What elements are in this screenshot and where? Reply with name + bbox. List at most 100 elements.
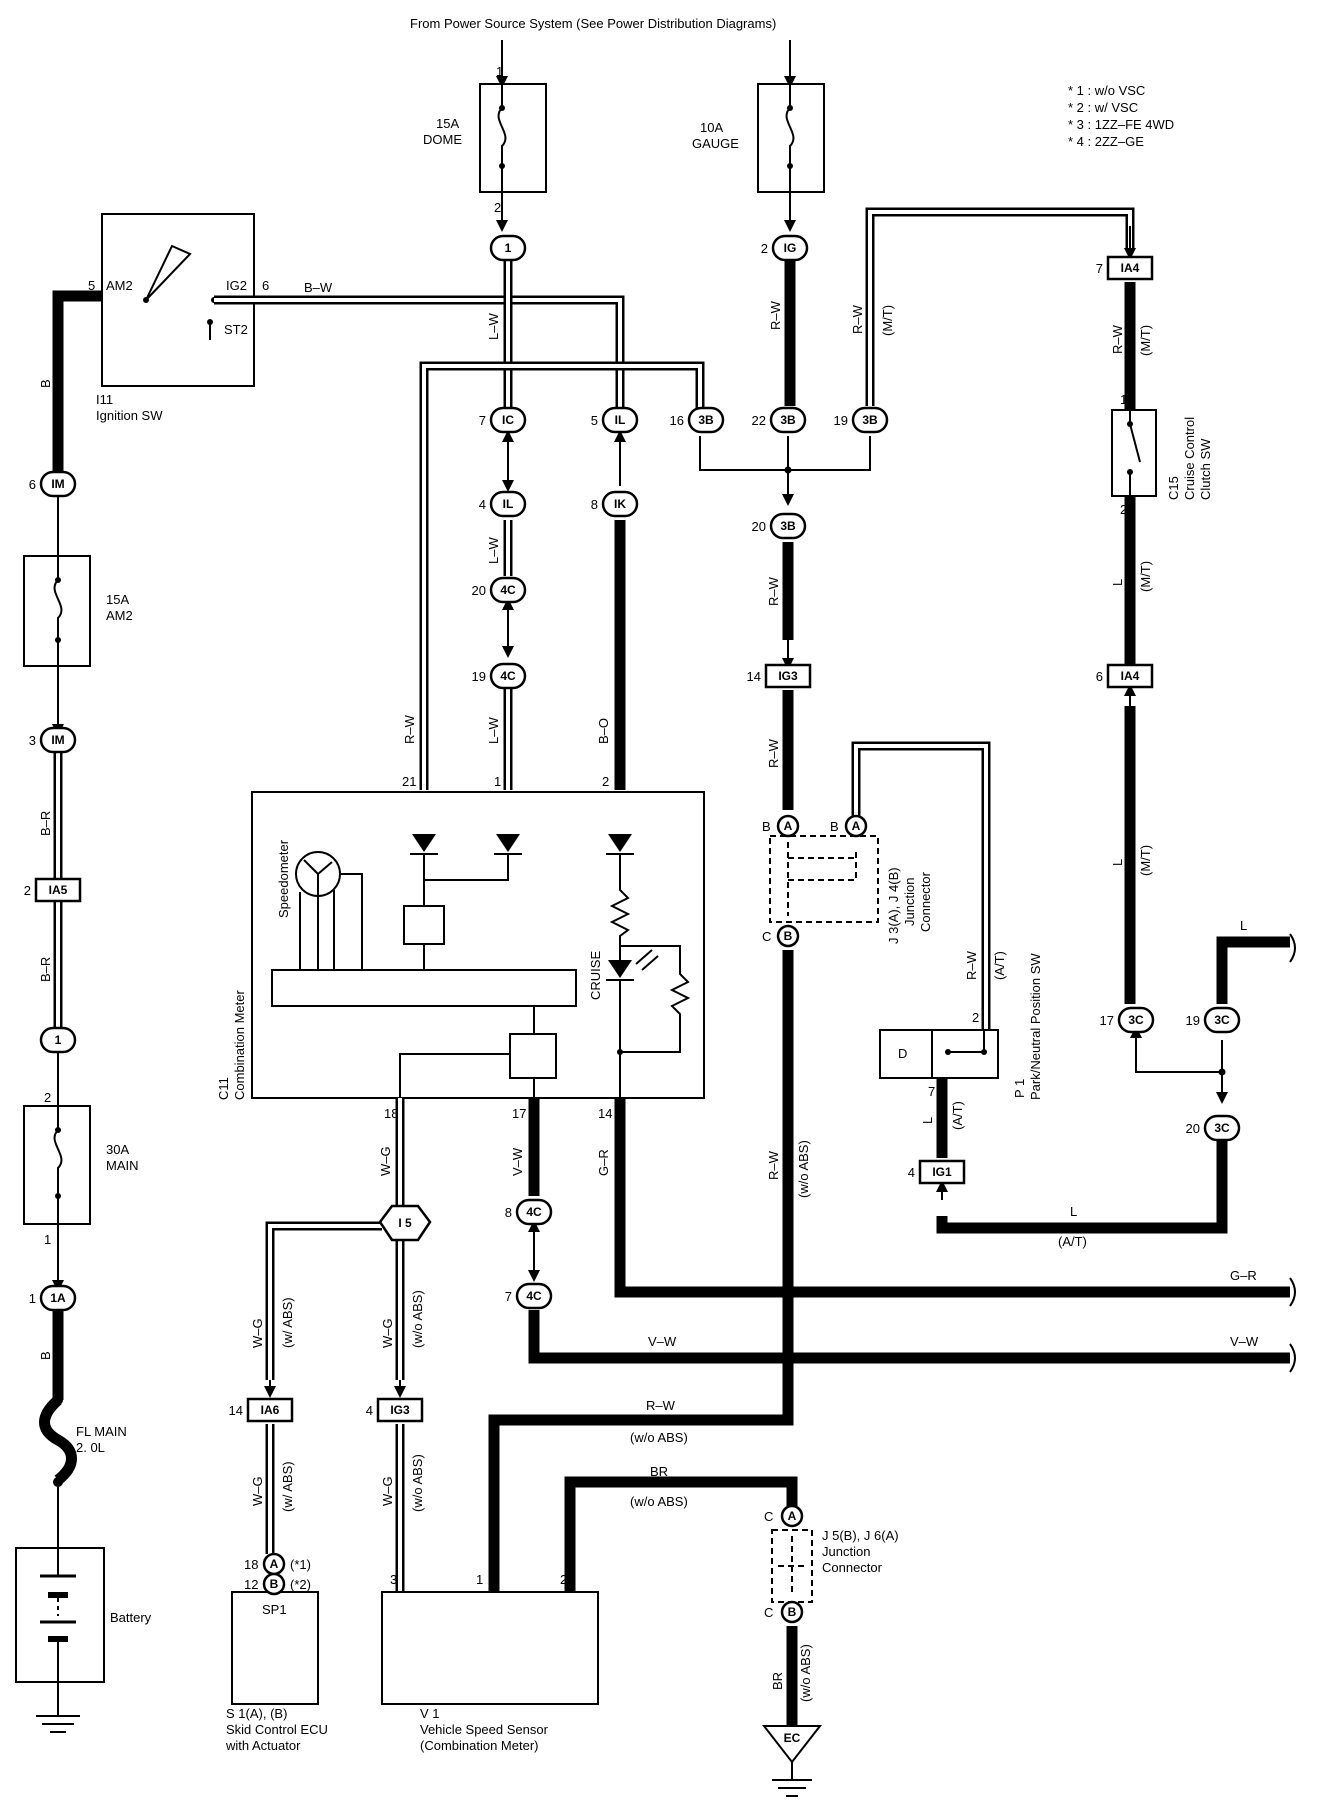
connector-ig-top-pin: 2 [761, 241, 768, 256]
meter-pin2: 2 [602, 774, 609, 789]
clutch-l1: Cruise Control [1182, 417, 1197, 500]
connector-ig-top: IG 2 [761, 234, 809, 262]
fl-main-l1: FL MAIN [76, 1424, 127, 1439]
connector-ia4-6-pin: 6 [1096, 669, 1103, 684]
connector-ia5-2-code: IA5 [49, 883, 68, 897]
j56-l3: Connector [822, 1560, 883, 1575]
fuse-15a-dome: 1 15A DOME 2 [423, 64, 547, 215]
ecu-l3: with Actuator [225, 1738, 301, 1753]
wire-l-mt-1-note: (M/T) [1138, 561, 1153, 592]
wire-rw-at: R–W [964, 950, 979, 980]
wire-wg-4: W–G [250, 1476, 265, 1506]
meter-pin18: 18 [384, 1106, 398, 1121]
ign-pin6: 6 [262, 278, 269, 293]
connector-c4-8: 4C8 [505, 1198, 553, 1226]
wire-wg-4-note: (w/ ABS) [280, 1461, 295, 1512]
connector-c3-20-pin: 20 [1186, 1121, 1200, 1136]
wire-wg-3-note: (w/o ABS) [410, 1290, 425, 1348]
fuse-dome-pin1: 1 [496, 64, 503, 79]
ign-ig2: IG2 [226, 278, 247, 293]
connector-ig-top-code: IG [784, 241, 797, 255]
wire-lw-2: L–W [486, 537, 501, 564]
connector-c4-19-code: 4C [500, 669, 516, 683]
junction-connector-j5-j6: J 5(B), J 6(A) Junction Connector [771, 1528, 899, 1603]
legend-1: * 1 : w/o VSC [1068, 83, 1145, 98]
fuse-main-pin1: 1 [44, 1232, 51, 1247]
j5-b-pin: C [764, 1605, 773, 1620]
connector-ik-8: IK8 [591, 490, 639, 518]
meter-pin14: 14 [598, 1106, 612, 1121]
connector-il-top-code: IL [615, 413, 626, 427]
wire-wg-2: W–G [250, 1318, 265, 1348]
wire-br-1: B–R [38, 811, 53, 836]
connector-ia6-14-code: IA6 [261, 1403, 280, 1417]
connector-ig1-4-code: IG1 [932, 1165, 952, 1179]
connector-c4-8-code: 4C [526, 1205, 542, 1219]
vss-pin2: 2 [560, 1572, 567, 1587]
connector-im-6: IM6 [29, 470, 77, 498]
j5-a-pin: C [764, 1509, 773, 1524]
connector-one-mid: 1 [39, 1026, 77, 1054]
wire-br-vss: BR [650, 1464, 668, 1479]
fuse-gauge-l1: 10A [700, 120, 723, 135]
connector-c1-top: 1 [489, 234, 527, 262]
connector-ia6-14: IA6 14 [229, 1397, 294, 1423]
pn-code: P 1 [1012, 1079, 1027, 1098]
wire-lw-3: L–W [486, 717, 501, 744]
connector-ic-code: IC [502, 413, 514, 427]
fusible-link-fl-main: FL MAIN 2. 0L [39, 1395, 127, 1487]
j3-a2-pin: B [830, 819, 839, 834]
vss-pin1: 1 [476, 1572, 483, 1587]
pn-pin2: 2 [972, 1010, 979, 1025]
connector-ik-8-code: IK [614, 497, 626, 511]
legend-4: * 4 : 2ZZ–GE [1068, 134, 1144, 149]
connector-il-4: IL4 [479, 490, 527, 518]
fuse-15a-am2: 15A AM2 [23, 555, 133, 667]
vss-l1: Vehicle Speed Sensor [420, 1722, 549, 1737]
fl-main-l2: 2. 0L [76, 1440, 105, 1455]
connector-c3-17-pin: 17 [1100, 1013, 1114, 1028]
ecu-l1: S 1(A), (B) [226, 1706, 287, 1721]
legend-2: * 2 : w/ VSC [1068, 100, 1138, 115]
battery: Battery [15, 1547, 152, 1716]
wire-rw-ig3: R–W [766, 738, 781, 768]
legend-3: * 3 : 1ZZ–FE 4WD [1068, 117, 1174, 132]
wire-wg-2-note: (w/ ABS) [280, 1297, 295, 1348]
pin-connectors: A B A B B C A C B C A 18 (*1) B 12 (*2) [244, 814, 868, 1624]
wire-b-2: B [38, 1351, 53, 1360]
wire-wg-3: W–G [380, 1318, 395, 1348]
j34-l2: Junction [902, 878, 917, 926]
connector-b3-20-code: 3B [780, 519, 796, 533]
sp-b: B [270, 1577, 279, 1591]
wire-rw-gauge: R–W [768, 300, 783, 330]
connector-il-top: IL5 [591, 406, 639, 434]
connector-c4-7-pin: 7 [505, 1289, 512, 1304]
legend: * 1 : w/o VSC * 2 : w/ VSC * 3 : 1ZZ–FE … [1068, 83, 1174, 149]
connector-c4-7: 4C7 [505, 1282, 553, 1310]
wire-rw-mt: R–W [850, 304, 865, 334]
connector-ia6-14-pin: 14 [229, 1403, 243, 1418]
wire-vw-mid: V–W [648, 1334, 677, 1349]
j56-l2: Junction [822, 1544, 870, 1559]
wire-bo: B–O [596, 718, 611, 744]
wire-l-pn: L [920, 1117, 935, 1124]
connector-ig3-14-code: IG3 [778, 669, 798, 683]
wire-b-1: B [38, 379, 53, 388]
ecu-l2: Skid Control ECU [226, 1722, 328, 1737]
sp-a-note: (*1) [290, 1557, 311, 1572]
ground-battery [36, 1715, 80, 1733]
connector-b3-19-code: 3B [862, 413, 878, 427]
park-neutral-position-sw: D 2 7 P 1 Park/Neutral Position SW [879, 953, 1043, 1100]
pn-name: Park/Neutral Position SW [1028, 953, 1043, 1100]
wire-wg-1: W–G [378, 1146, 393, 1176]
pn-pin7: 7 [928, 1084, 935, 1099]
connector-ia4-7-code: IA4 [1121, 261, 1140, 275]
ign-am2: AM2 [106, 278, 133, 293]
wire-l-top-right: L [1240, 918, 1247, 933]
